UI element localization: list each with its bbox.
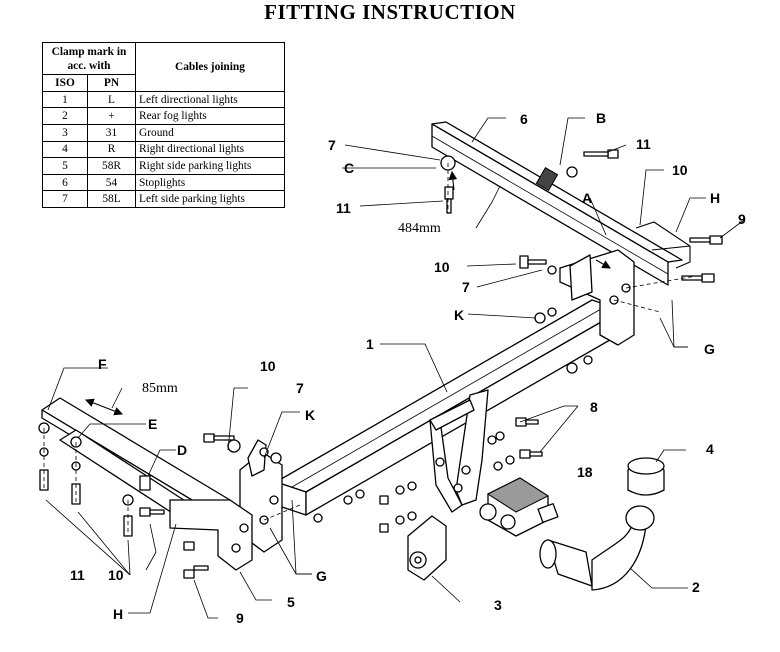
bolt-icon [689, 235, 723, 245]
header-pn: PN [87, 74, 136, 92]
washer-icon [495, 431, 505, 441]
fitting-arrows [84, 170, 611, 416]
electrical-socket-module [479, 477, 559, 537]
callout-3: 3 [494, 597, 502, 613]
bolt-icon [183, 565, 209, 579]
bolt-icon [444, 186, 454, 214]
callout-F: F [98, 356, 107, 372]
bolt-icon [203, 433, 235, 443]
socket-mounting-plate [407, 515, 447, 581]
washer-icon [547, 307, 557, 317]
bolt-icon [379, 495, 389, 505]
callout-G-bottom: G [316, 568, 327, 584]
left-side-bracket [41, 397, 253, 571]
callout-10-bottom: 10 [108, 567, 124, 583]
table-row: 6 54 Stoplights [42, 173, 285, 192]
callout-4: 4 [706, 441, 714, 457]
callout-9-right: 9 [738, 211, 746, 227]
bolt-icon [519, 255, 547, 269]
callout-8: 8 [590, 399, 598, 415]
tow-ball-assembly [539, 457, 665, 591]
page-title: FITTING INSTRUCTION [264, 0, 516, 24]
nut-icon [407, 511, 417, 521]
bolt-icon [123, 515, 133, 537]
tow-ball-bracket [429, 389, 489, 513]
callout-7-left: 7 [296, 380, 304, 396]
washer-icon [395, 515, 405, 525]
washer-icon [566, 166, 578, 178]
callout-1: 1 [366, 336, 374, 352]
nut-icon [493, 461, 503, 471]
cable-cell: Left side parking lights [135, 190, 285, 208]
callout-11-mid: 11 [336, 200, 351, 216]
dimension-484mm: 484mm [398, 221, 441, 236]
callout-E: E [148, 416, 157, 432]
washer-icon [583, 355, 593, 365]
callout-18: 18 [577, 464, 593, 480]
callout-10-top: 10 [672, 162, 688, 178]
callout-A: A [582, 190, 592, 206]
bolt-icon [583, 149, 619, 159]
callout-2: 2 [692, 579, 700, 595]
nut-icon [343, 495, 353, 505]
dimension-85mm: 85mm [142, 381, 178, 396]
callout-H-bottom: H [113, 606, 123, 622]
leader-lines [45, 117, 745, 619]
right-mounting-plate [559, 249, 635, 346]
washer-icon [505, 455, 515, 465]
callout-C: C [344, 160, 354, 176]
nut-icon [355, 489, 365, 499]
washer-icon [227, 439, 241, 453]
washer-icon [395, 485, 405, 495]
callout-10-right: 10 [434, 259, 450, 275]
cable-cell: Stoplights [135, 173, 285, 192]
washer-icon [259, 447, 269, 457]
clamp-mark-table: Clamp mark in acc. with Cables joining I… [42, 41, 285, 208]
table-row: 5 58R Right side parking lights [42, 157, 285, 175]
cable-cell: Right directional lights [135, 140, 285, 159]
table-row: 7 58L Left side parking lights [42, 190, 285, 208]
bumper-reinforcement-bar [431, 121, 691, 286]
bolt-icon [681, 273, 715, 283]
table-row: 4 R Right directional lights [42, 140, 285, 159]
callout-K-top: K [454, 307, 464, 323]
callout-10-left: 10 [260, 358, 276, 374]
bolt-icon [379, 523, 389, 533]
callout-11-bottom: 11 [70, 567, 85, 583]
callout-K-bottom: K [305, 407, 315, 423]
callout-9-bottom: 9 [236, 610, 244, 626]
nut-icon [270, 452, 282, 464]
nut-icon [566, 362, 578, 374]
callout-11-top: 11 [636, 136, 651, 152]
header-cables-joining: Cables joining [135, 42, 285, 92]
bolt-icon [139, 507, 165, 517]
cable-cell: Right side parking lights [135, 157, 285, 175]
nut-icon [407, 481, 417, 491]
callout-7-mid: 7 [462, 279, 470, 295]
nut-icon [487, 435, 497, 445]
callout-G-right: G [704, 341, 715, 357]
bolt-icon [519, 449, 543, 459]
pn-cell: 58R [87, 157, 136, 175]
nut-icon [534, 312, 546, 324]
nut-icon [313, 513, 323, 523]
assembly-axes [43, 163, 697, 536]
header-clamp-mark: Clamp mark in acc. with [42, 41, 136, 76]
callout-B: B [596, 110, 606, 126]
bolt-icon [183, 541, 195, 551]
callout-7-top: 7 [328, 137, 336, 153]
callout-H-right: H [710, 190, 720, 206]
washer-icon [547, 265, 557, 275]
fastener-set [38, 149, 723, 579]
callout-5: 5 [287, 594, 295, 610]
callout-D: D [177, 442, 187, 458]
callout-6: 6 [520, 111, 528, 127]
